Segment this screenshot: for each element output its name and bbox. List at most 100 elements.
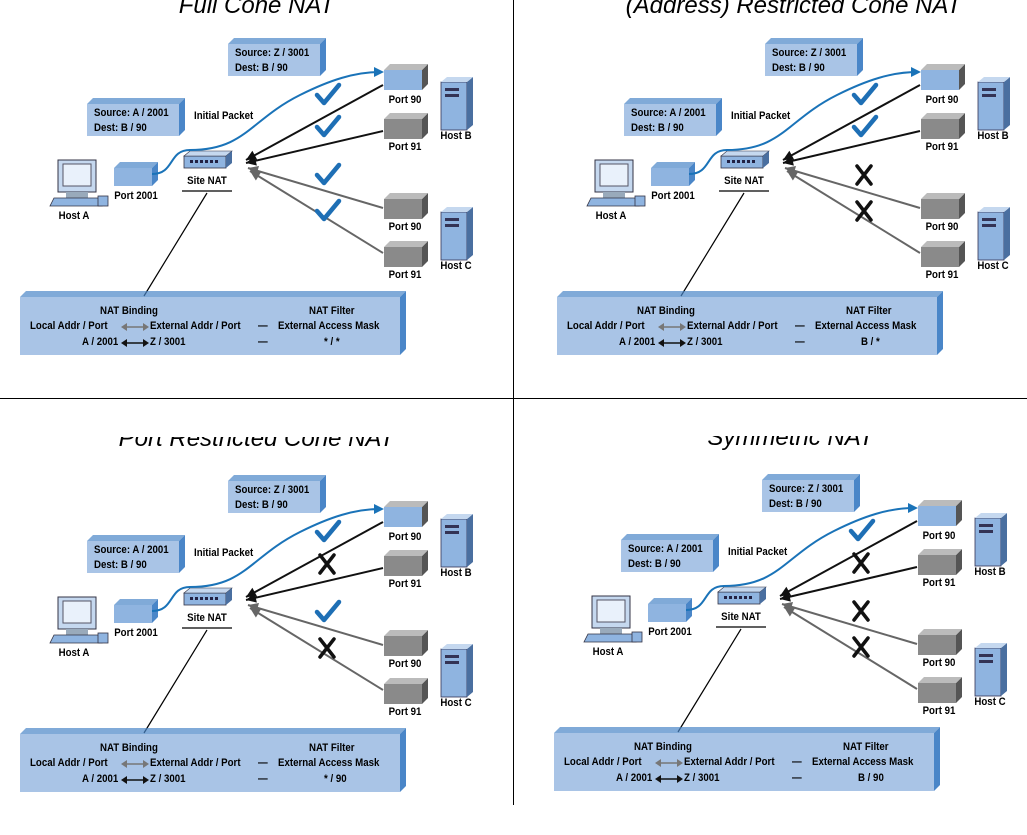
initial-packet-arrowhead xyxy=(911,67,921,77)
host-c-port90-label: Port 90 xyxy=(388,221,422,233)
inner-packet-box xyxy=(624,98,722,136)
host-b-port90-label: Port 90 xyxy=(388,531,422,543)
check-icon xyxy=(314,198,342,222)
access-mask-header: External Access Mask xyxy=(812,756,914,768)
host-b-port90-label: Port 90 xyxy=(925,94,959,106)
host-c-label: Host C xyxy=(440,260,472,272)
cross-icon xyxy=(855,164,873,186)
port-2001-label: Port 2001 xyxy=(114,627,158,639)
value-dash: — xyxy=(792,772,802,784)
host-c-port91-box xyxy=(921,241,965,267)
cross-icon xyxy=(852,552,870,574)
host-c-server-icon xyxy=(974,643,1007,697)
host-c-port90-box xyxy=(918,629,962,655)
check-icon xyxy=(314,162,342,186)
host-c-label: Host C xyxy=(977,260,1009,272)
nat-binding-header: NAT Binding xyxy=(100,305,158,317)
binding-double-arrow-icon xyxy=(658,323,686,331)
host-a-label: Host A xyxy=(58,647,90,659)
return-arrow-b90 xyxy=(782,84,921,161)
local-addr-value: A / 2001 xyxy=(82,773,119,785)
nat-table-connector xyxy=(143,192,208,297)
return-arrow-b90 xyxy=(245,521,384,598)
port-2001-box xyxy=(651,162,695,186)
return-arrow-b91 xyxy=(245,130,384,166)
host-b-port91-label: Port 91 xyxy=(388,141,422,153)
host-b-port90-box xyxy=(918,500,962,526)
inner-packet-box xyxy=(621,534,719,572)
host-c-port90-box xyxy=(921,193,965,219)
access-mask-value: * / * xyxy=(324,336,340,348)
host-c-port90-label: Port 90 xyxy=(925,221,959,233)
access-mask-value: B / * xyxy=(861,336,880,348)
vertical-divider xyxy=(513,0,514,805)
host-b-port91-label: Port 91 xyxy=(925,141,959,153)
local-addr-header: Local Addr / Port xyxy=(30,320,108,332)
value-double-arrow-icon xyxy=(121,776,149,784)
return-arrow-c91 xyxy=(786,170,921,254)
nat-table-box xyxy=(20,291,406,355)
host-b-server-icon xyxy=(440,514,473,568)
outer-source-text: Source: Z / 3001 xyxy=(235,484,310,496)
return-arrow-b91 xyxy=(245,567,384,603)
external-addr-header: External Addr / Port xyxy=(150,757,241,769)
host-b-label: Host B xyxy=(440,130,472,142)
host-c-port90-label: Port 90 xyxy=(922,657,956,669)
host-b-server-icon xyxy=(440,77,473,131)
site-nat-label: Site NAT xyxy=(724,175,764,187)
value-dash: — xyxy=(795,336,805,348)
host-b-label: Host B xyxy=(440,567,472,579)
nat-table-box xyxy=(20,728,406,792)
initial-packet-path xyxy=(151,71,381,175)
port-2001-label: Port 2001 xyxy=(114,190,158,202)
inner-dest-text: Dest: B / 90 xyxy=(94,559,147,571)
host-b-port91-label: Port 91 xyxy=(388,578,422,590)
nat-table-box xyxy=(557,291,943,355)
check-icon xyxy=(314,114,342,138)
nat-filter-header: NAT Filter xyxy=(843,741,889,753)
value-dash: — xyxy=(258,336,268,348)
panel-title: Full Cone NAT xyxy=(178,0,335,19)
inner-dest-text: Dest: B / 90 xyxy=(94,122,147,134)
port-2001-box xyxy=(114,162,158,186)
access-mask-header: External Access Mask xyxy=(278,320,380,332)
nat-binding-header: NAT Binding xyxy=(637,305,695,317)
external-addr-value: Z / 3001 xyxy=(684,772,720,784)
return-arrow-b91 xyxy=(782,130,921,166)
nat-diagram-svg xyxy=(557,38,1010,355)
value-double-arrow-icon xyxy=(658,339,686,347)
inner-source-text: Source: A / 2001 xyxy=(628,543,703,555)
nat-table-connector xyxy=(143,629,208,734)
horizontal-divider xyxy=(0,398,1027,399)
check-icon xyxy=(851,82,879,106)
host-c-port90-label: Port 90 xyxy=(388,658,422,670)
access-mask-value: * / 90 xyxy=(324,773,347,785)
return-arrow-b90 xyxy=(245,84,384,161)
inner-packet-box xyxy=(87,98,185,136)
host-a-label: Host A xyxy=(595,210,627,222)
host-c-label: Host C xyxy=(440,697,472,709)
nat-table-connector xyxy=(677,628,742,733)
host-b-port91-label: Port 91 xyxy=(922,577,956,589)
cross-icon xyxy=(318,553,336,575)
external-addr-header: External Addr / Port xyxy=(687,320,778,332)
host-b-port90-label: Port 90 xyxy=(388,94,422,106)
initial-packet-path xyxy=(685,507,915,611)
external-addr-value: Z / 3001 xyxy=(687,336,723,348)
access-mask-header: External Access Mask xyxy=(278,757,380,769)
outer-source-text: Source: Z / 3001 xyxy=(772,47,847,59)
return-arrow-c90 xyxy=(247,603,384,646)
local-addr-header: Local Addr / Port xyxy=(30,757,108,769)
outer-dest-text: Dest: B / 90 xyxy=(235,62,288,74)
port-2001-label: Port 2001 xyxy=(648,626,692,638)
initial-packet-label: Initial Packet xyxy=(731,110,791,122)
initial-packet-path xyxy=(151,508,381,612)
value-dash: — xyxy=(258,773,268,785)
nat-table-box xyxy=(554,727,940,791)
port-2001-box xyxy=(114,599,158,623)
check-icon xyxy=(314,519,342,543)
host-b-port90-box xyxy=(921,64,965,90)
inner-dest-text: Dest: B / 90 xyxy=(631,122,684,134)
binding-double-arrow-icon xyxy=(121,760,149,768)
